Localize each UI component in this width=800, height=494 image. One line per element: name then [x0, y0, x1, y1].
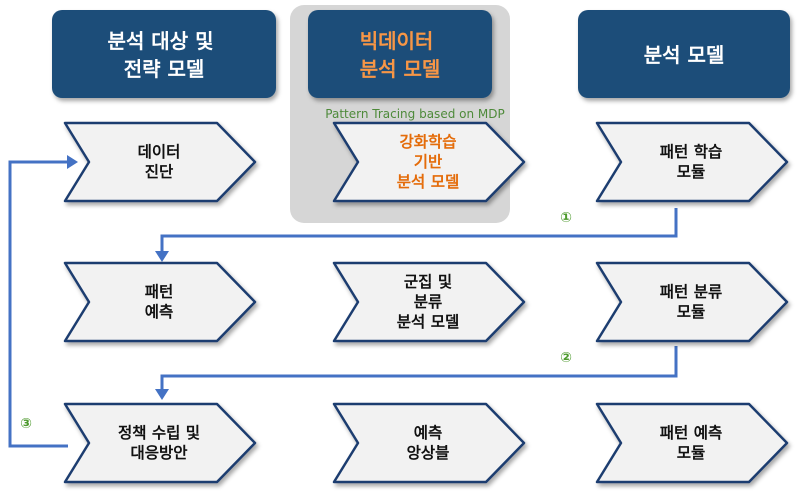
arrow-shape: [595, 261, 789, 343]
arrow-shape: [332, 402, 526, 484]
arrow-shape: [63, 402, 257, 484]
svg-text:분석 모델: 분석 모델: [644, 43, 725, 67]
arrow-label-line: 패턴 학습: [660, 142, 722, 161]
header-right: 분석 모델: [578, 10, 790, 98]
connector-2: [160, 346, 678, 392]
arrow-label-line: 예측: [414, 424, 443, 442]
arrow-label-line: 예측: [145, 303, 174, 321]
connector-arrowheads: [67, 155, 169, 400]
arrow-shape: [595, 402, 789, 484]
header-left: 분석 대상 및 전략 모델: [52, 10, 276, 98]
arrow-label-line: 분류: [414, 293, 443, 311]
header-center: 빅데이터 분석 모델: [308, 10, 492, 98]
header-left-line-1: 분석 대상 및: [108, 29, 214, 53]
connectors: [8, 160, 678, 448]
connector-3: [8, 160, 70, 448]
arrow-label-line: 진단: [145, 163, 174, 181]
arrow-shape: [63, 121, 257, 203]
arrow-label-line: 패턴: [145, 282, 174, 301]
center-subtitle: Pattern Tracing based on MDP: [325, 107, 504, 121]
header-center-line-1: 빅데이터: [360, 29, 434, 53]
svg-text:분석 대상 및 전략 모델: 분석 대상 및 전략 모델: [108, 29, 221, 81]
arrow-shape: [595, 121, 789, 203]
arrow-label-line: 패턴 분류: [660, 282, 722, 301]
arrow-label-line: 패턴 예측: [660, 423, 722, 442]
arrow-label-line: 분석 모델: [397, 172, 459, 191]
flow-marker-3: ③: [20, 416, 32, 432]
arrow-label-line: 모듈: [677, 163, 706, 181]
svg-text:빅데이터 분석 모델: 빅데이터 분석 모델: [360, 29, 441, 81]
arrow-shape: [332, 121, 526, 203]
arrowhead-1: [155, 251, 169, 262]
arrow-shape: [332, 261, 526, 343]
arrow-label-line: 모듈: [677, 303, 706, 321]
arrow-label-line: 앙상블: [407, 443, 450, 462]
arrowhead-2: [155, 389, 169, 400]
flow-marker-2: ②: [560, 350, 572, 366]
header-center-line-2: 분석 모델: [360, 57, 441, 81]
header-right-line-1: 분석 모델: [644, 43, 725, 67]
arrow-label-line: 모듈: [677, 444, 706, 462]
arrow-label-line: 기반: [414, 153, 443, 171]
arrow-label-line: 군집 및: [404, 272, 452, 291]
header-left-line-2: 전략 모델: [124, 57, 205, 81]
arrowhead-3: [67, 155, 78, 169]
arrow-label-line: 대응방안: [130, 444, 188, 462]
connector-1: [160, 208, 678, 254]
arrow-label-line: 정책 수립 및: [118, 423, 200, 442]
arrow-label-line: 데이터: [138, 143, 181, 161]
arrow-shape: [63, 261, 257, 343]
arrow-label-line: 분석 모델: [397, 312, 459, 331]
flow-marker-1: ①: [560, 210, 572, 226]
arrow-label-line: 강화학습: [399, 132, 456, 151]
